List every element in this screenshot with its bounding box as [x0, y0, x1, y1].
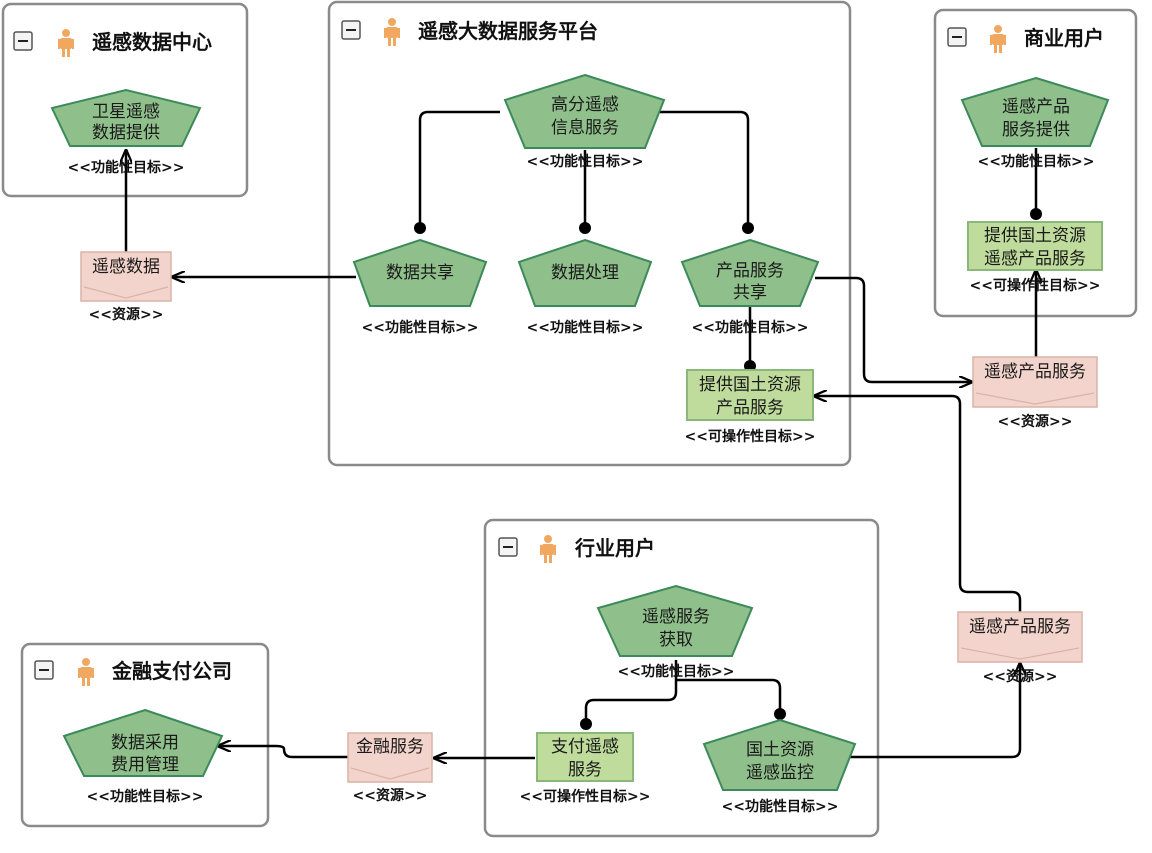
goal-rs-service-get[interactable]: 遥感服务 获取 <<功能性目标>>	[596, 584, 754, 680]
task-label: 产品服务	[716, 398, 784, 418]
goal-label: 遥感产品	[1002, 97, 1070, 117]
goal-fee-manage[interactable]: 数据采用 费用管理 <<功能性目标>>	[62, 708, 224, 805]
goal-label: 数据提供	[92, 123, 160, 143]
actor-title: 遥感大数据服务平台	[418, 19, 598, 43]
stereotype-label: <<功能性目标>>	[87, 788, 204, 805]
goal-rs-product-provide[interactable]: 遥感产品 服务提供 <<功能性目标>>	[960, 76, 1110, 170]
goal-data-process[interactable]: 数据处理 <<功能性目标>>	[517, 238, 653, 336]
stereotype-label: <<功能性目标>>	[978, 153, 1095, 170]
link-end-dot	[579, 222, 591, 234]
goal-label: 数据采用	[111, 733, 179, 753]
dependency-link	[814, 396, 1022, 612]
goal-label: 产品服务	[716, 261, 784, 281]
actor-title: 商业用户	[1024, 26, 1104, 50]
dependency-link	[218, 746, 348, 759]
stereotype-label: <<资源>>	[89, 306, 164, 323]
goal-label: 服务提供	[1002, 120, 1070, 140]
stereotype-label: <<资源>>	[998, 413, 1073, 430]
stereotype-label: <<资源>>	[983, 668, 1058, 685]
stereotype-label: <<可操作性目标>>	[685, 428, 816, 445]
goal-label: 共享	[733, 283, 767, 303]
task-pay-rs[interactable]: 支付遥感 服务 <<可操作性目标>>	[520, 732, 651, 805]
goal-label: 卫星遥感	[92, 102, 160, 122]
goal-land-monitor[interactable]: 国土资源 遥感监控 <<功能性目标>>	[702, 718, 857, 815]
decomposition-link	[584, 660, 678, 724]
task-label: 服务	[568, 760, 602, 780]
link-end-dot	[774, 708, 786, 720]
stereotype-label: <<可操作性目标>>	[520, 788, 651, 805]
goal-data-share[interactable]: 数据共享 <<功能性目标>>	[352, 238, 488, 336]
task-label: 支付遥感	[551, 737, 619, 757]
link-end-dot	[742, 222, 754, 234]
actor-platform[interactable]: 遥感大数据服务平台	[327, 0, 852, 467]
stereotype-label: <<可操作性目标>>	[970, 277, 1101, 294]
task-label: 提供国土资源	[699, 375, 801, 395]
goal-label: 费用管理	[111, 755, 179, 775]
stereotype-label: <<功能性目标>>	[722, 798, 839, 815]
stereotype-label: <<功能性目标>>	[68, 159, 185, 176]
decomposition-link	[676, 678, 782, 714]
goal-label: 遥感监控	[746, 763, 814, 783]
goal-satellite-data[interactable]: 卫星遥感 数据提供 <<功能性目标>>	[50, 88, 202, 176]
resource-finance-service[interactable]: 金融服务 <<资源>>	[347, 732, 433, 804]
link-end-dot	[414, 222, 426, 234]
goal-label: 高分遥感	[551, 95, 619, 115]
dependency-link	[848, 663, 1020, 759]
stereotype-label: <<功能性目标>>	[692, 319, 809, 336]
resource-rs-product-1[interactable]: 遥感产品服务 <<资源>>	[972, 356, 1098, 430]
resource-label: 遥感产品服务	[969, 617, 1071, 637]
link-end-dot	[580, 718, 592, 730]
actor-title: 行业用户	[574, 536, 655, 560]
task-land-rs-product[interactable]: 提供国土资源 遥感产品服务 <<可操作性目标>>	[967, 221, 1103, 294]
goal-hires-info[interactable]: 高分遥感 信息服务 <<功能性目标>>	[503, 73, 666, 170]
resource-rs-product-2[interactable]: 遥感产品服务 <<资源>>	[957, 611, 1083, 685]
link-end-dot	[1030, 208, 1042, 220]
goal-label: 国土资源	[746, 740, 814, 760]
actor-title: 金融支付公司	[111, 659, 232, 683]
dependency-link	[815, 276, 972, 382]
goal-label: 信息服务	[551, 118, 619, 138]
task-label: 提供国土资源	[984, 226, 1086, 246]
goal-label: 获取	[659, 630, 693, 650]
goal-product-share[interactable]: 产品服务 共享 <<功能性目标>>	[680, 238, 820, 336]
collapse-icon[interactable]	[13, 31, 33, 51]
stereotype-label: <<功能性目标>>	[527, 319, 644, 336]
goal-label: 数据处理	[551, 263, 619, 283]
stereotype-label: <<功能性目标>>	[618, 663, 735, 680]
decomposition-link	[655, 110, 750, 228]
goal-label: 数据共享	[386, 263, 454, 283]
stereotype-label: <<功能性目标>>	[362, 319, 479, 336]
resource-rs-data[interactable]: 遥感数据 <<资源>>	[80, 251, 172, 323]
resource-label: 遥感产品服务	[984, 362, 1086, 382]
stereotype-label: <<功能性目标>>	[527, 153, 644, 170]
goal-label: 遥感服务	[642, 607, 710, 627]
actor-title: 遥感数据中心	[92, 30, 212, 54]
stereotype-label: <<资源>>	[353, 787, 428, 804]
task-land-product[interactable]: 提供国土资源 产品服务 <<可操作性目标>>	[685, 369, 816, 445]
collapse-icon[interactable]	[947, 27, 967, 47]
collapse-icon[interactable]	[498, 537, 518, 557]
resource-label: 遥感数据	[92, 257, 160, 277]
task-label: 遥感产品服务	[984, 249, 1086, 269]
collapse-icon[interactable]	[34, 660, 54, 680]
decomposition-link	[418, 110, 500, 228]
resource-label: 金融服务	[356, 737, 424, 757]
collapse-icon[interactable]	[341, 20, 361, 40]
